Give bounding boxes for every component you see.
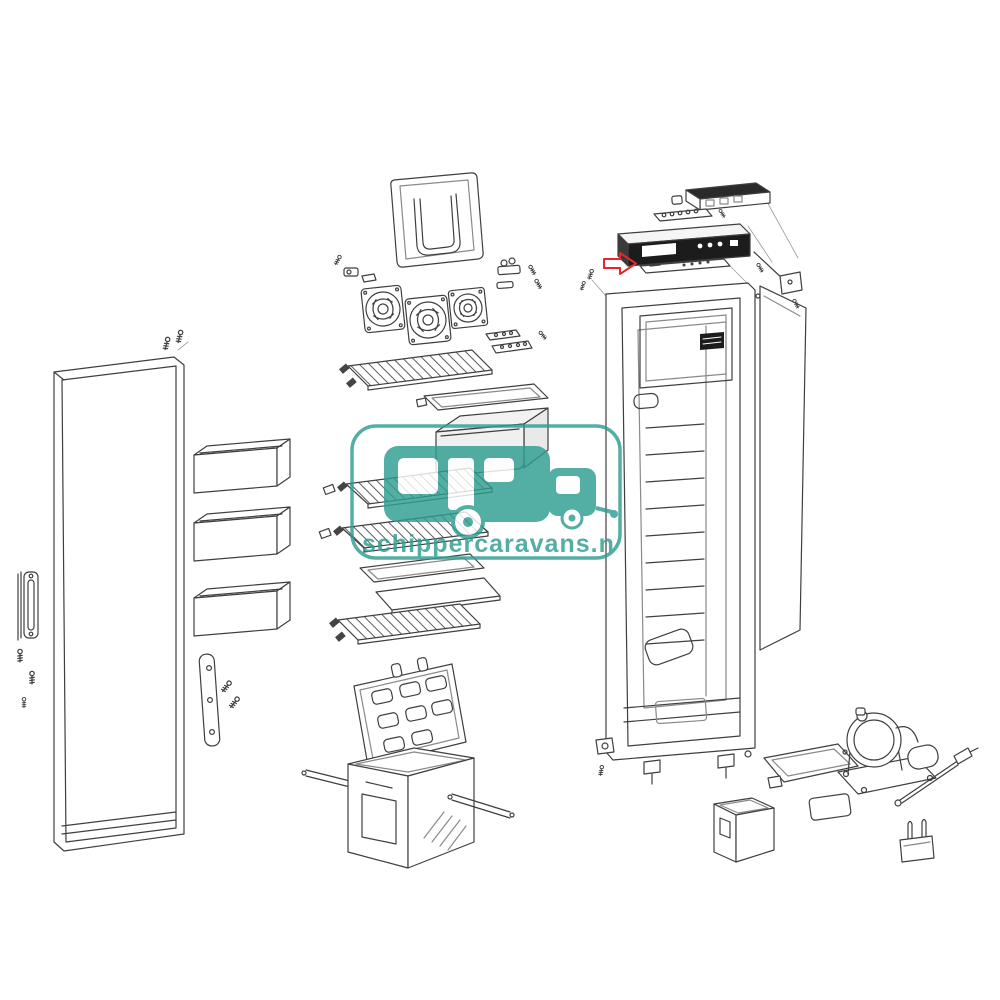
control-panel-trim — [639, 258, 731, 274]
compressor-group — [713, 707, 979, 863]
wire-shelf-4 — [329, 603, 481, 645]
fan-unit-left — [360, 284, 406, 334]
fixing-strips — [485, 329, 548, 354]
hinge-hardware-left — [333, 254, 377, 283]
cabinet-body — [605, 282, 756, 761]
hinge-bracket-bottom — [595, 737, 615, 777]
small-brackets — [318, 483, 336, 540]
caravan-icon — [384, 446, 618, 539]
red-arrow-annotation — [603, 252, 637, 275]
slide-rail-right — [447, 793, 515, 819]
watermark-text: schippercaravans.n — [362, 530, 615, 558]
cover-plate — [808, 793, 852, 821]
fan-unit-center — [404, 294, 452, 346]
freezer-box — [347, 747, 475, 869]
compressor — [837, 707, 939, 795]
drip-shelf — [415, 383, 549, 411]
door-trim-strip — [198, 653, 241, 747]
watermark-border — [350, 424, 622, 560]
cabinet-side-panel — [755, 285, 807, 651]
door-bin-bottom — [193, 581, 291, 637]
thermostat-probe — [894, 747, 979, 807]
corner-bracket-right — [753, 251, 803, 310]
control-panel — [617, 223, 765, 274]
wire-shelf-1 — [339, 349, 493, 391]
water-container — [713, 797, 775, 863]
leveling-feet — [643, 750, 752, 785]
door-panel — [53, 356, 185, 852]
door-bin-top — [193, 438, 291, 494]
watermark: schippercaravans.n — [350, 424, 622, 560]
switch-strip — [653, 208, 727, 222]
door-assembly — [17, 329, 291, 852]
sensor-bracket — [899, 818, 935, 863]
door-hinge-screws — [162, 329, 189, 351]
cabinet-assembly — [579, 182, 807, 785]
condensate-tray — [763, 738, 859, 789]
hinge-brackets-top — [579, 268, 607, 297]
door-bin-middle — [193, 506, 291, 562]
freezer-mounting-plate — [353, 657, 467, 767]
door-handle — [17, 571, 39, 641]
fan-unit-right — [447, 286, 489, 330]
handle-screws — [17, 648, 35, 709]
hinge-hardware-right — [496, 257, 543, 290]
top-cover — [390, 172, 484, 268]
top-bracket — [671, 182, 771, 211]
